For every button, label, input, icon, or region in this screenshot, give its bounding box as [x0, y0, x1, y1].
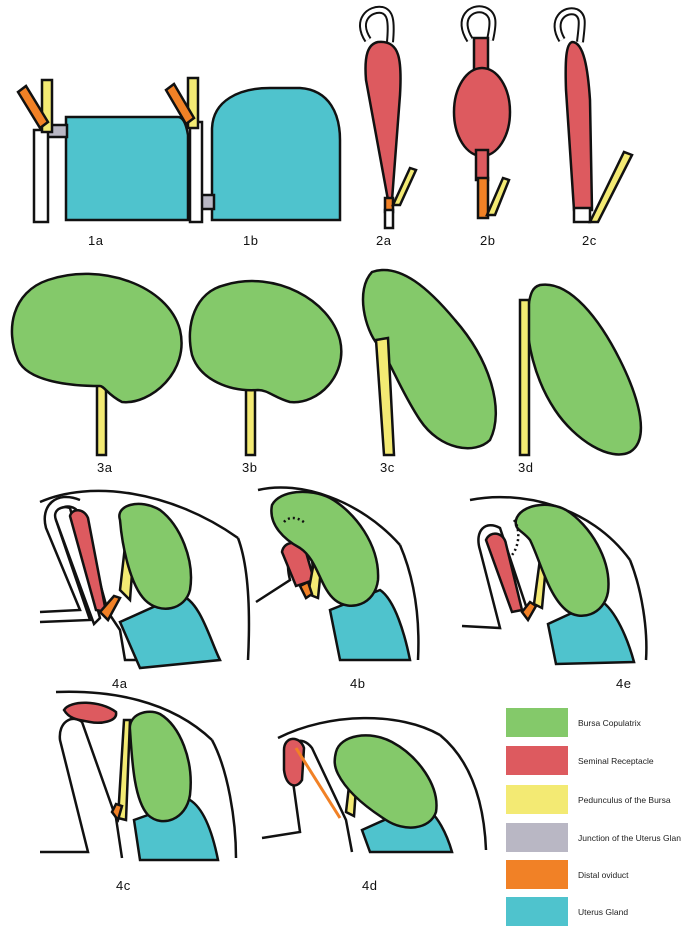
label-2a: 2a	[376, 233, 391, 248]
legend-label-uterus: Uterus Gland	[578, 907, 628, 917]
panel-2a	[363, 10, 416, 228]
panel-2b	[454, 9, 510, 218]
legend-label-junction: Junction of the Uterus Gland	[578, 833, 681, 843]
panel-3c	[363, 270, 496, 455]
panel-4b	[256, 487, 418, 660]
panel-3a	[12, 274, 182, 455]
label-1a: 1a	[88, 233, 103, 248]
legend-item-pedunculus: Pedunculus of the Bursa	[506, 785, 671, 814]
label-3a: 3a	[97, 460, 112, 475]
label-2c: 2c	[582, 233, 597, 248]
panel-4e	[462, 497, 646, 664]
legend-label-bursa: Bursa Copulatrix	[578, 718, 641, 728]
panel-1a	[18, 80, 188, 222]
label-4c: 4c	[116, 878, 131, 893]
legend-swatch-junction	[506, 823, 568, 852]
label-3d: 3d	[518, 460, 533, 475]
panel-4c	[40, 692, 236, 860]
panel-2c	[558, 11, 632, 222]
legend-swatch-uterus	[506, 897, 568, 926]
label-2b: 2b	[480, 233, 495, 248]
label-3b: 3b	[242, 460, 257, 475]
legend-swatch-pedunculus	[506, 785, 568, 814]
legend-item-receptacle: Seminal Receptacle	[506, 746, 654, 775]
label-4e: 4e	[616, 676, 631, 691]
legend-item-oviduct: Distal oviduct	[506, 860, 629, 889]
panel-3b	[190, 281, 341, 455]
legend-label-oviduct: Distal oviduct	[578, 870, 629, 880]
legend-item-bursa: Bursa Copulatrix	[506, 708, 641, 737]
legend-swatch-bursa	[506, 708, 568, 737]
label-4b: 4b	[350, 676, 365, 691]
label-4d: 4d	[362, 878, 377, 893]
legend-swatch-receptacle	[506, 746, 568, 775]
legend-label-receptacle: Seminal Receptacle	[578, 756, 654, 766]
label-1b: 1b	[243, 233, 258, 248]
legend-label-pedunculus: Pedunculus of the Bursa	[578, 795, 671, 805]
panel-4d	[262, 718, 486, 852]
legend-swatch-oviduct	[506, 860, 568, 889]
label-4a: 4a	[112, 676, 127, 691]
panel-4a	[40, 491, 249, 668]
panel-1b	[166, 78, 340, 222]
panel-3d	[520, 285, 641, 455]
label-3c: 3c	[380, 460, 395, 475]
legend-item-uterus: Uterus Gland	[506, 897, 628, 926]
legend-item-junction: Junction of the Uterus Gland	[506, 823, 681, 852]
